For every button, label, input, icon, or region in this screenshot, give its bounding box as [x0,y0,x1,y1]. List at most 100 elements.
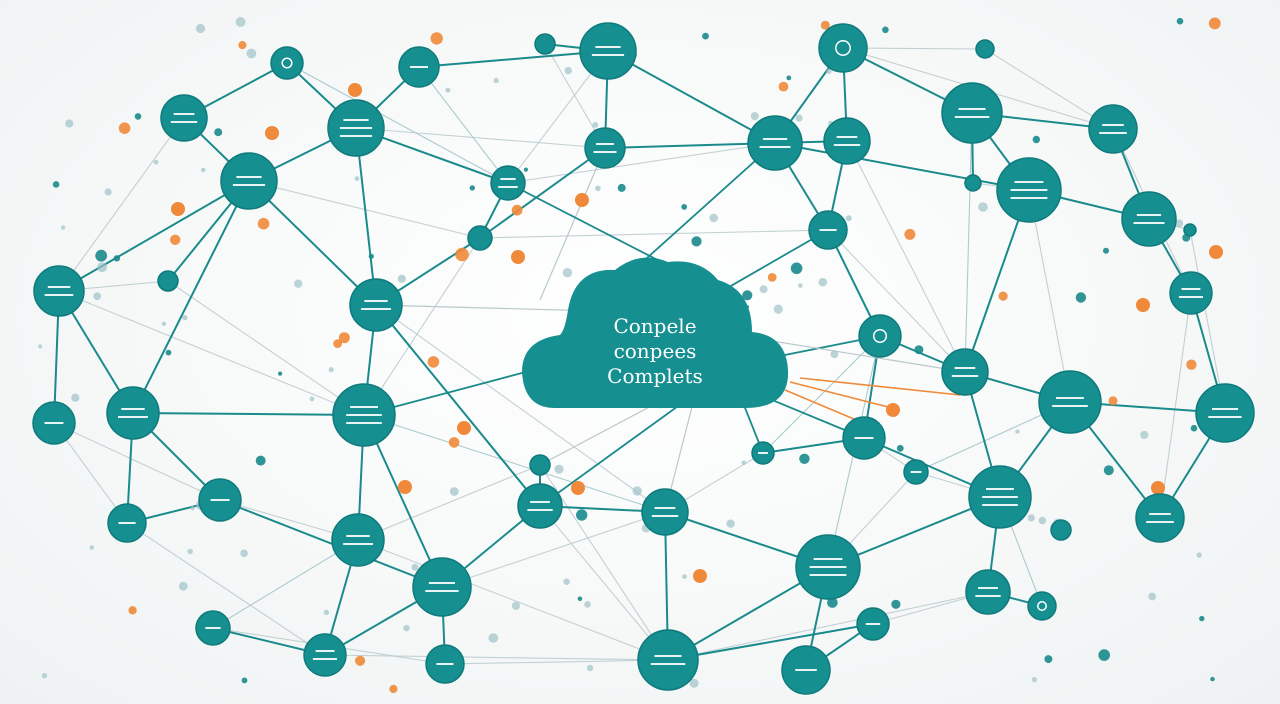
small-dot [200,167,206,173]
light-connection-line [539,505,669,661]
orange-dot [820,20,830,30]
small-dot [1098,649,1110,661]
small-dot [1210,676,1215,682]
node-circle [349,278,403,332]
small-dot [214,128,223,137]
node-layer [32,22,1255,695]
node-circle [964,174,982,192]
node-circle [220,152,278,210]
small-dot [882,26,889,34]
small-dot [682,574,687,579]
node-label-mark [1014,181,1044,183]
node-label-mark [833,144,861,146]
node-circle [579,22,637,80]
small-dot [632,486,642,496]
orange-dot [904,228,916,240]
small-dot [511,601,520,610]
node-circle [747,115,803,171]
small-dot [1038,516,1047,525]
network-node [584,127,626,169]
node-label-mark [1010,189,1048,191]
network-node [1183,223,1197,237]
node-label-mark [596,143,614,145]
node-label-mark [210,499,230,501]
node-label-mark [1102,124,1124,126]
node-label-mark [651,515,679,517]
cloud-label-line-2: conpees [614,339,697,363]
node-label-mark [865,623,881,625]
small-dot [493,77,499,84]
node-label-mark [986,488,1014,490]
node-label-mark [1208,416,1242,418]
node-label-mark [530,501,550,503]
node-label-mark [591,54,625,56]
network-node [637,629,699,691]
small-dot [52,181,60,188]
light-connection-line [964,112,973,373]
light-connection-line [441,511,666,588]
network-node [968,465,1032,529]
light-connection-line [363,237,481,416]
small-dot [709,213,718,223]
network-node [1050,519,1072,541]
node-circle [106,386,160,440]
light-connection-line [212,539,359,629]
small-dot [449,487,459,496]
small-dot [1199,615,1205,622]
node-label-mark [795,669,817,671]
node-circle [157,270,179,292]
small-dot [790,262,803,275]
network-node [1169,271,1213,315]
cloud-shape [522,257,789,408]
node-label-mark [44,422,64,424]
network-node [106,386,160,440]
network-node [425,644,465,684]
node-circle [160,94,208,142]
node-label-mark [498,186,518,188]
small-dot [845,215,852,222]
orange-dot [1209,245,1223,259]
small-dot [368,253,374,259]
network-node [903,459,929,485]
node-label-mark [315,650,335,652]
network-node [160,94,208,142]
node-label-mark [425,590,459,592]
network-node [107,503,147,543]
small-dot [1103,465,1114,476]
orange-dot [338,332,350,344]
small-dot [1176,17,1184,25]
light-connection-line [167,280,365,416]
node-circle [1050,519,1072,541]
light-connection-line [53,422,221,501]
node-label-mark [232,184,266,186]
connection-line [667,623,874,661]
small-dot [294,279,303,288]
node-label-mark [1212,408,1239,410]
light-connection-line [1159,292,1192,519]
node-label-mark [346,535,370,537]
small-dot [397,274,406,283]
node-circle [1038,370,1102,434]
node-label-mark [170,121,198,123]
orange-dot [257,217,270,230]
small-dot [241,677,248,684]
node-label-mark [593,151,617,153]
node-label-mark [1099,132,1127,134]
node-label-mark [978,587,998,589]
small-dot [786,75,792,81]
connection-line [132,180,250,414]
node-label-mark [1133,222,1165,224]
small-dot [1140,430,1149,439]
light-connection-line [539,464,669,661]
light-connection-line [984,48,1114,130]
orange-dot [886,403,900,417]
network-node [32,401,76,445]
small-dot [165,349,172,356]
small-dot [759,285,768,294]
node-circle [270,46,304,80]
connection-line [58,180,250,292]
connection-line [219,499,443,588]
node-circle [1121,191,1177,247]
